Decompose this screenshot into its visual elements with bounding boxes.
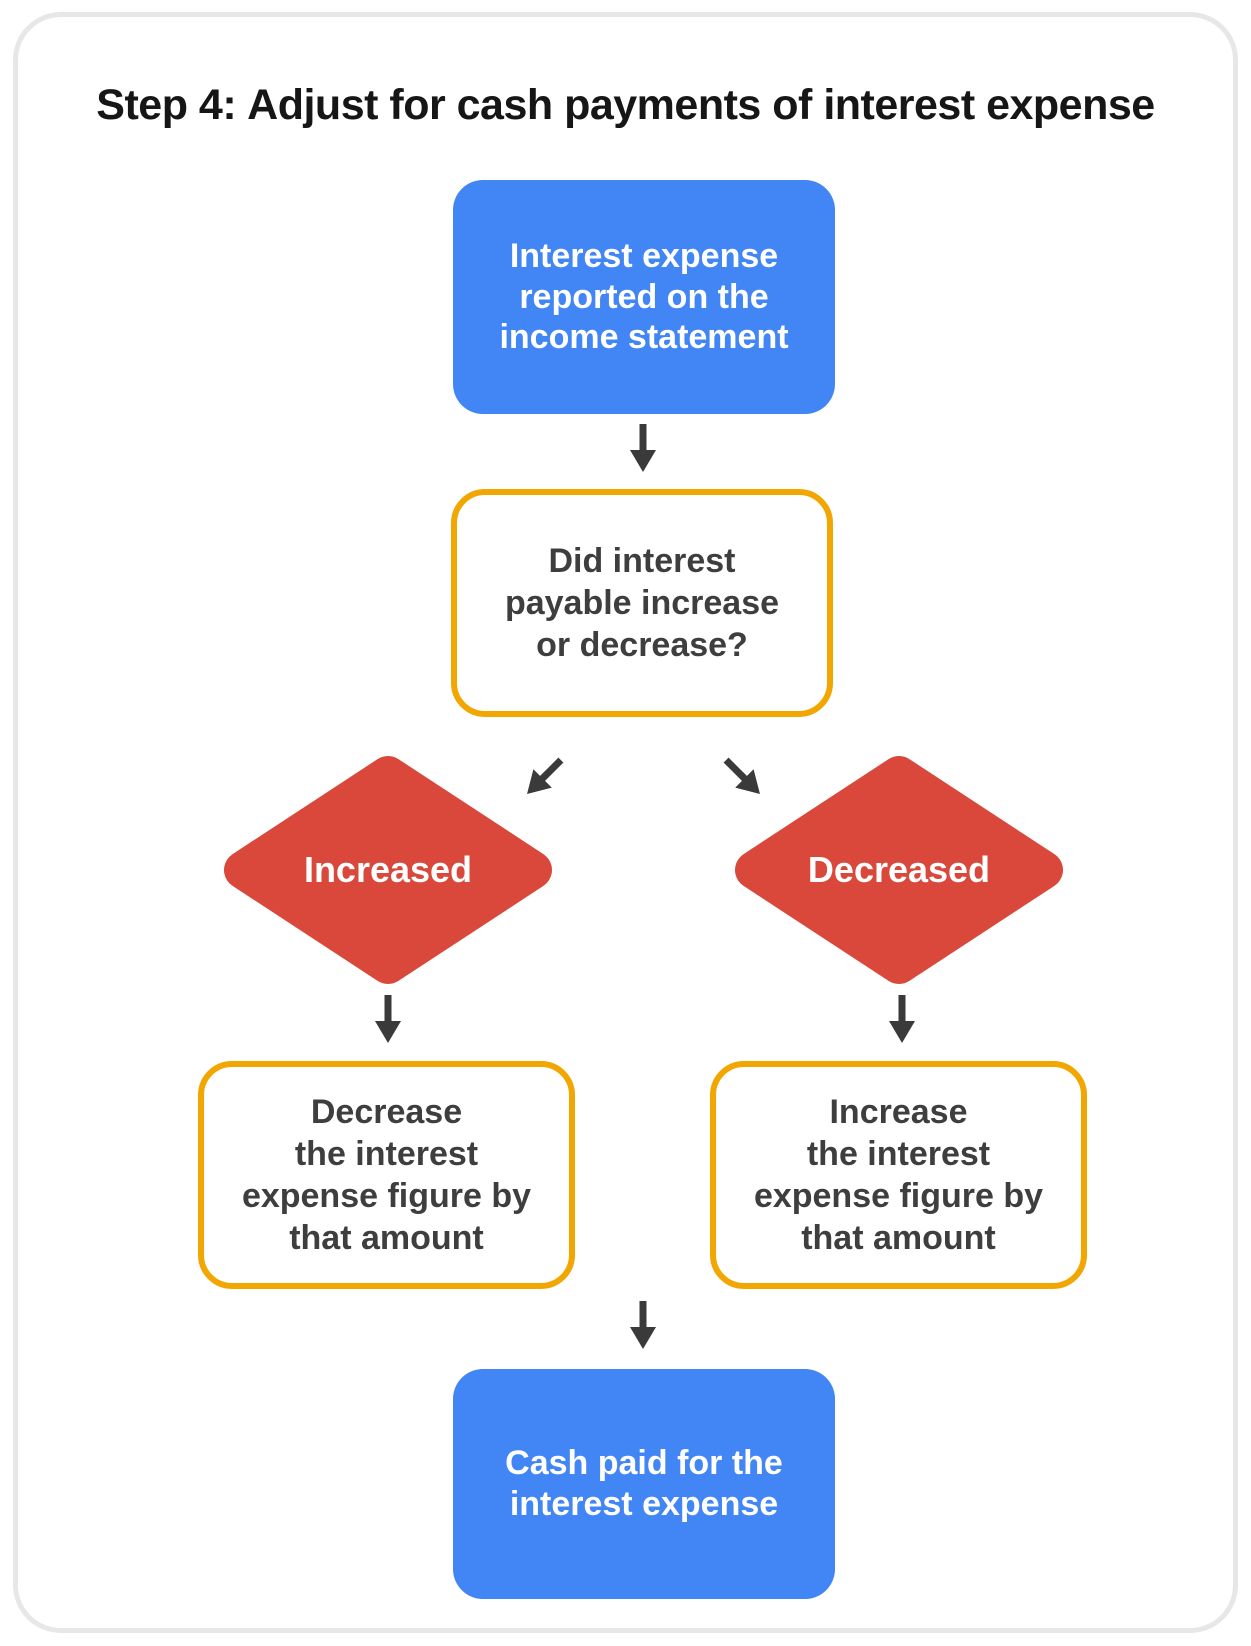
arrow-down-icon [373, 995, 403, 1043]
node-cash-paid: Cash paid for the interest expense [453, 1369, 835, 1599]
node-increase-action-label: Increase the interest expense figure by … [753, 1092, 1044, 1258]
step-label: Step 4: [96, 81, 237, 129]
arrow-down-icon [628, 424, 658, 472]
node-increase-action: Increase the interest expense figure by … [710, 1061, 1087, 1289]
arrow-down-icon [628, 1301, 658, 1349]
node-decrease-action: Decrease the interest expense figure by … [198, 1061, 575, 1289]
node-decrease-action-label: Decrease the interest expense figure by … [241, 1092, 532, 1258]
card: Step 4:Adjust for cash payments of inter… [13, 12, 1238, 1633]
diamond-shape [224, 756, 552, 984]
node-cash-paid-label: Cash paid for the interest expense [505, 1444, 783, 1523]
node-interest-expense-label: Interest expense reported on the income … [499, 236, 789, 357]
node-question: Did interest payable increase or decreas… [451, 489, 833, 717]
arrow-down-right-icon [715, 749, 770, 804]
diamond-shape [735, 756, 1063, 984]
node-question-label: Did interest payable increase or decreas… [504, 541, 780, 665]
node-decreased-label: Decreased [807, 849, 991, 890]
page-title: Step 4:Adjust for cash payments of inter… [18, 81, 1233, 129]
title-text: Adjust for cash payments of interest exp… [247, 81, 1155, 129]
arrow-down-icon [887, 995, 917, 1043]
node-decreased: Decreased [734, 755, 1064, 985]
node-increased: Increased [223, 755, 553, 985]
arrow-down-left-icon [516, 749, 571, 804]
node-increased-label: Increased [303, 849, 473, 890]
node-interest-expense: Interest expense reported on the income … [453, 180, 835, 414]
